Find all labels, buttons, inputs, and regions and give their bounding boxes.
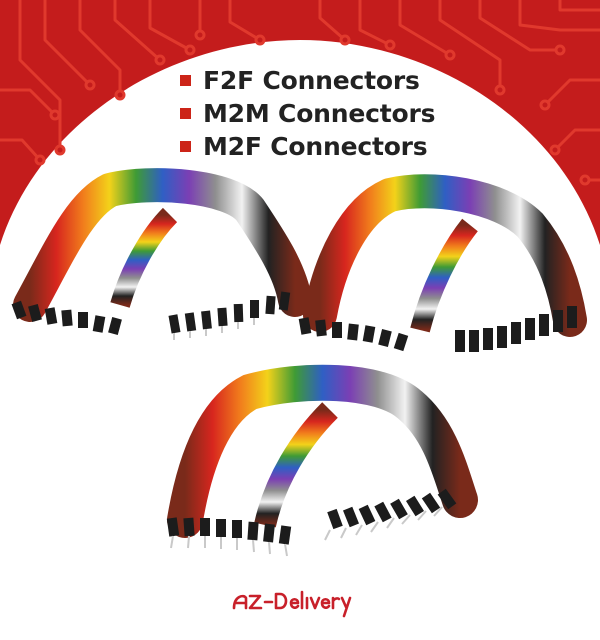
- feature-item-f2f: F2F Connectors: [180, 64, 435, 97]
- feature-label: M2F Connectors: [203, 132, 428, 161]
- pin-row-left: [170, 535, 288, 557]
- square-bullet-icon: [180, 75, 191, 86]
- feature-item-m2m: M2M Connectors: [180, 97, 435, 130]
- cable-bundle-m2f: [166, 364, 478, 557]
- square-bullet-icon: [180, 108, 191, 119]
- connector-row-left: [166, 517, 292, 545]
- connector-row-left: [298, 317, 409, 352]
- feature-item-m2f: M2F Connectors: [180, 130, 435, 163]
- connector-row-left: [11, 300, 122, 336]
- cable-bundle-m2m: [298, 174, 587, 352]
- connector-row-right: [168, 291, 291, 334]
- circuit-board-banner: [0, 0, 600, 245]
- feature-list: F2F Connectors M2M Connectors M2F Connec…: [180, 64, 435, 163]
- square-bullet-icon: [180, 141, 191, 152]
- feature-label: M2M Connectors: [203, 99, 436, 128]
- pin-row-right: [324, 506, 443, 541]
- az-delivery-logo: [232, 590, 352, 618]
- cable-bundle-f2f: [11, 168, 312, 340]
- connector-row-right: [455, 306, 577, 352]
- feature-label: F2F Connectors: [203, 66, 420, 95]
- pin-row: [173, 318, 255, 340]
- connector-row-right: [327, 488, 457, 530]
